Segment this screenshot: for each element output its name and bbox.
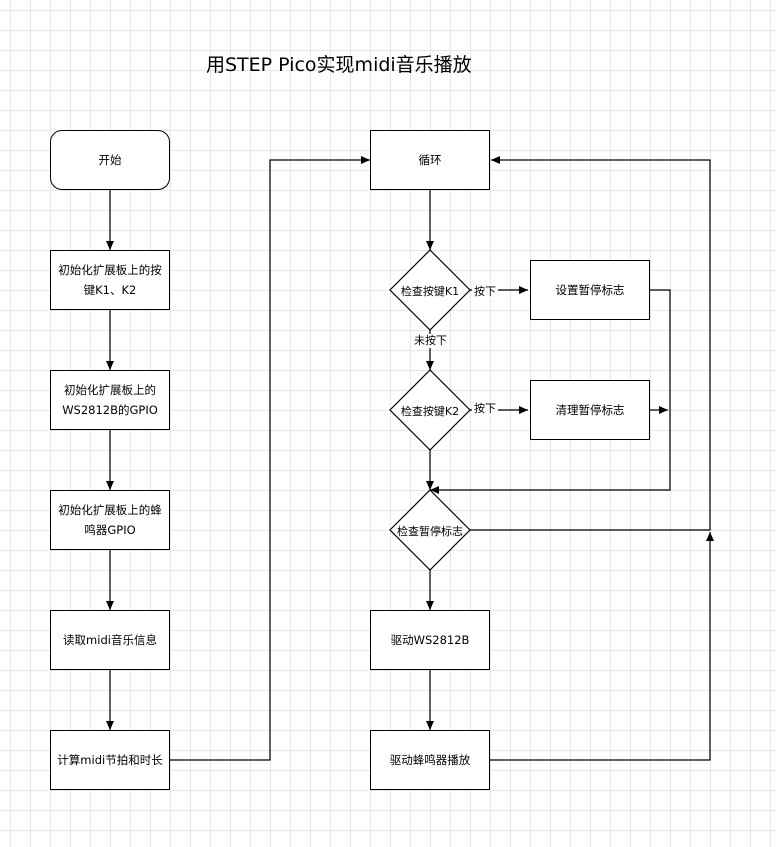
check-k1-label: 检查按键K1 [400,285,460,298]
edge-calc-midi-to-loop [170,156,370,761]
edge-check-pause-to-loop [470,156,711,531]
init-buzzer-node: 初始化扩展板上的蜂鸣器GPIO [50,490,170,550]
check-pause-label: 检查暂停标志 [397,525,463,538]
check-k2-diamond [389,369,471,451]
init-keys-node: 初始化扩展板上的按键K1、K2 [50,250,170,310]
check-pause-diamond [389,489,471,571]
check-k2-label: 检查按键K2 [400,405,460,418]
drive-buzzer-node: 驱动蜂鸣器播放 [370,730,490,790]
check-k1-diamond [389,249,471,331]
read-midi-node: 读取midi音乐信息 [50,610,170,670]
start-node: 开始 [50,130,170,190]
init-ws-node: 初始化扩展板上的WS2812B的GPIO [50,370,170,430]
edge-label-k1-pressed: 按下 [472,285,498,299]
edge-label-k2-pressed: 按下 [472,402,498,416]
edge-label-k1-not-pressed: 未按下 [412,334,449,348]
calc-midi-node: 计算midi节拍和时长 [50,730,170,790]
edge-set-pause-to-check-pause [430,289,671,494]
edge-drive-buzzer-to-loop [490,532,714,761]
set-pause-node: 设置暂停标志 [530,260,650,320]
loop-node: 循环 [370,130,490,190]
drive-ws-node: 驱动WS2812B [370,610,490,670]
clear-pause-node: 清理暂停标志 [530,380,650,440]
page-title: 用STEP Pico实现midi音乐播放 [206,54,472,76]
